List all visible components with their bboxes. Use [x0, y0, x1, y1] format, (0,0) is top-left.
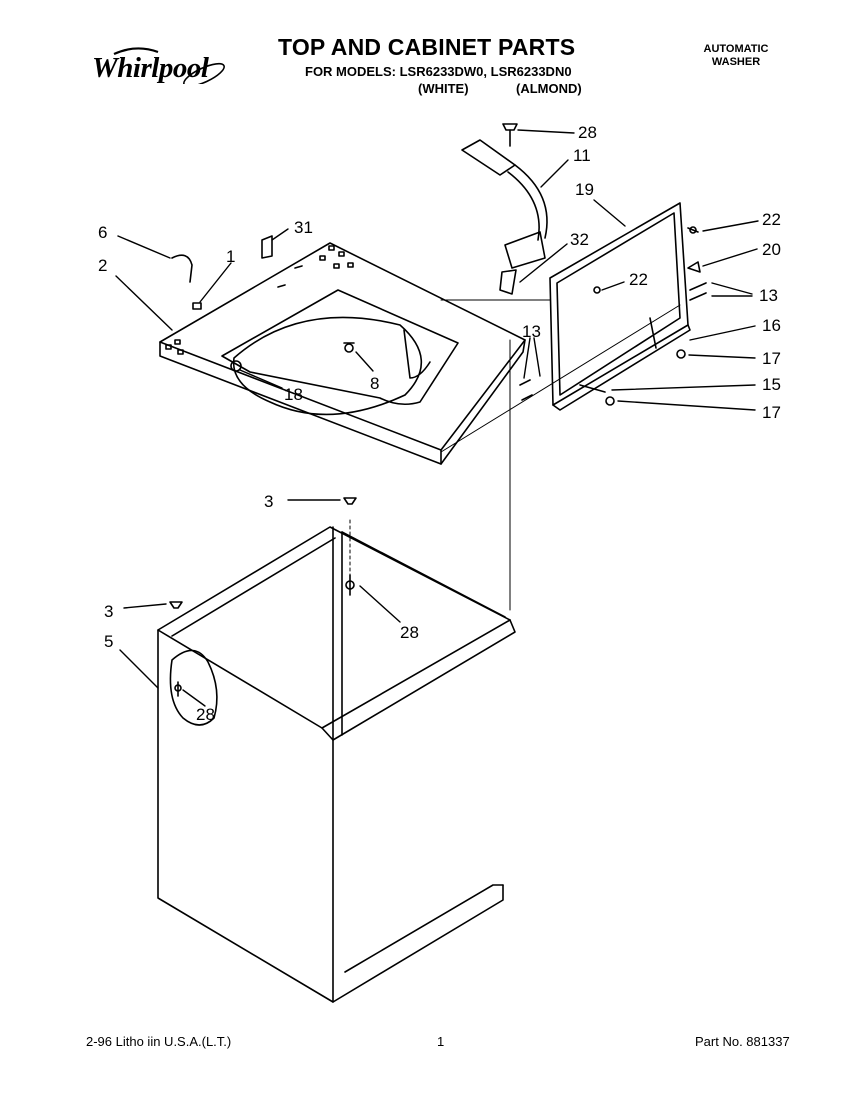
callout-22-lid: 22	[629, 270, 648, 289]
callout-28-cutaway: 28	[196, 705, 215, 724]
callout-32: 32	[570, 230, 589, 249]
footer-print-info: 2-96 Litho iin U.S.A.(L.T.)	[86, 1034, 232, 1049]
callout-13-cabinet: 13	[522, 322, 541, 341]
callout-6: 6	[98, 223, 108, 242]
variant-white: (WHITE)	[418, 81, 469, 96]
washer-top-panel	[159, 242, 526, 465]
page-title: TOP AND CABINET PARTS	[278, 34, 576, 60]
callout-17-lower: 17	[762, 403, 781, 422]
callout-5: 5	[104, 632, 114, 651]
callout-17: 17	[762, 349, 781, 368]
callout-31: 31	[294, 218, 313, 237]
lid-switch-harness	[461, 139, 548, 269]
footer-page-number: 1	[437, 1034, 445, 1049]
footer-part-number: Part No. 881337	[695, 1034, 790, 1049]
callout-15: 15	[762, 375, 781, 394]
callout-28: 28	[578, 123, 597, 142]
callout-20: 20	[762, 240, 781, 259]
callout-3: 3	[264, 492, 274, 511]
brand-logo: Whirlpool	[92, 52, 209, 84]
product-type-line1: AUTOMATIC	[703, 43, 769, 55]
callout-16: 16	[762, 316, 781, 335]
callout-2: 2	[98, 256, 108, 275]
hardware-parts	[169, 123, 707, 697]
product-type-line2: WASHER	[711, 56, 761, 68]
washer-cabinet	[157, 526, 516, 1003]
washer-lid	[549, 202, 691, 411]
callout-13: 13	[759, 286, 778, 305]
leader-lines	[115, 129, 759, 707]
callout-28-cabinet: 28	[400, 623, 419, 642]
callout-18: 18	[284, 385, 303, 404]
callout-8: 8	[370, 374, 380, 393]
callout-3-lower: 3	[104, 602, 114, 621]
callout-11: 11	[573, 146, 591, 165]
whirlpool-logo-swoosh-icon	[113, 47, 225, 84]
callout-19: 19	[575, 180, 594, 199]
models-line: FOR MODELS: LSR6233DW0, LSR6233DN0	[305, 64, 572, 79]
callout-1: 1	[226, 247, 236, 266]
variant-almond: (ALMOND)	[516, 81, 582, 96]
callout-22: 22	[762, 210, 781, 229]
